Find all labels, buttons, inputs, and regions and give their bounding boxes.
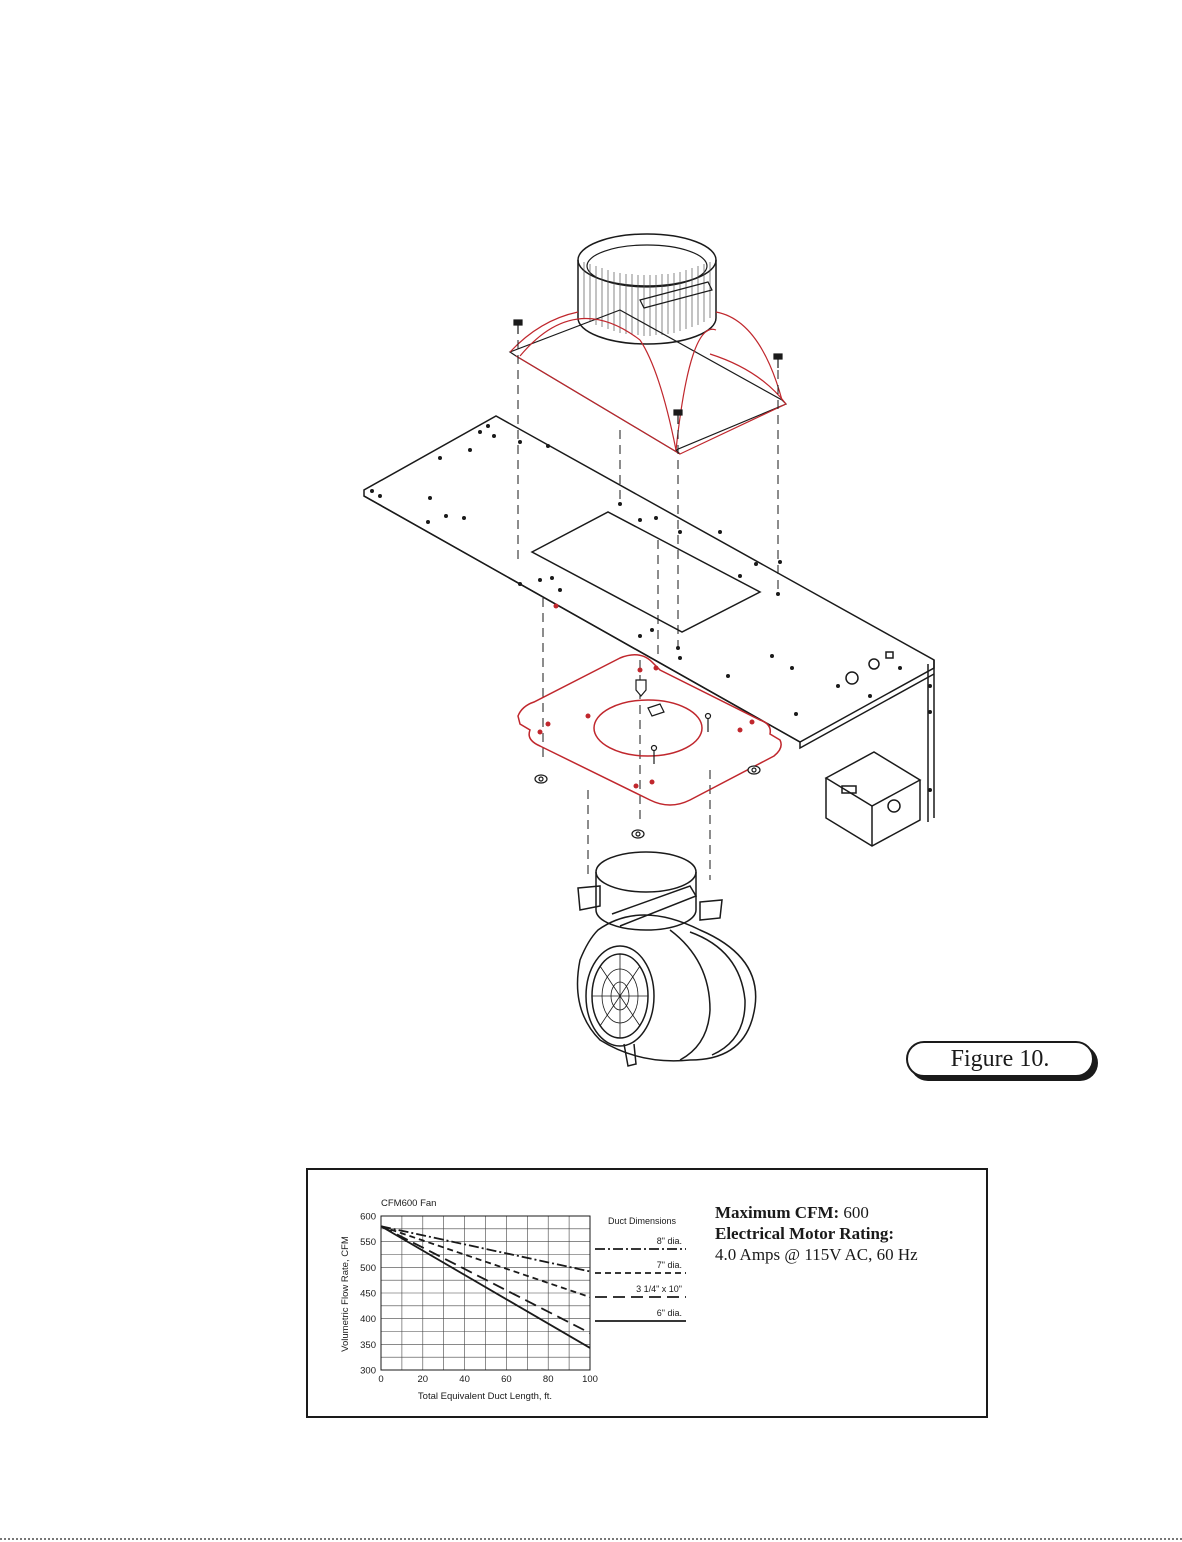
chart-grid — [381, 1216, 590, 1370]
x-tick-label: 60 — [501, 1374, 512, 1385]
y-tick-label: 400 — [360, 1314, 376, 1325]
max-cfm-value: 600 — [843, 1203, 869, 1222]
x-tick-label: 100 — [582, 1374, 598, 1385]
mounting-plate — [364, 416, 934, 822]
motor-rating-value: 4.0 Amps @ 115V AC, 60 Hz — [715, 1244, 918, 1265]
y-tick-label: 600 — [360, 1212, 376, 1223]
chart-xlabel: Total Equivalent Duct Length, ft. — [418, 1391, 552, 1402]
fan-spec-panel: 0 20 40 60 80 100 300 350 400 450 500 550 600 CFM600… — [306, 1168, 988, 1418]
duct-collar — [578, 234, 716, 344]
duct-transition — [510, 310, 786, 454]
x-tick-label: 80 — [543, 1374, 554, 1385]
chart-legend: 8" dia. 7" dia. 3 1/4" x 10" 6" dia. — [595, 1236, 686, 1321]
legend-label-3: 3 1/4" x 10" — [636, 1284, 682, 1294]
max-cfm-label: Maximum CFM: — [715, 1203, 839, 1222]
y-tick-label: 500 — [360, 1263, 376, 1274]
exploded-assembly-drawing — [0, 0, 1182, 1110]
chart-title: CFM600 Fan — [381, 1198, 436, 1209]
motor-specs: Maximum CFM: 600 Electrical Motor Rating… — [715, 1202, 918, 1265]
legend-label-2: 7" dia. — [657, 1260, 682, 1270]
chart-ticks: 0 20 40 60 80 100 300 350 400 450 500 550 600 — [360, 1212, 598, 1386]
x-tick-label: 40 — [459, 1374, 470, 1385]
legend-label-1: 8" dia. — [657, 1236, 682, 1246]
legend-label-4: 6" dia. — [657, 1308, 682, 1318]
y-tick-label: 550 — [360, 1237, 376, 1248]
motor-rating-label: Electrical Motor Rating: — [715, 1223, 918, 1244]
y-tick-label: 300 — [360, 1366, 376, 1377]
y-tick-label: 350 — [360, 1340, 376, 1351]
page-bottom-rule — [0, 1538, 1182, 1540]
fan-performance-chart: 0 20 40 60 80 100 300 350 400 450 500 550 600 CFM600… — [308, 1170, 708, 1416]
blower — [578, 852, 756, 1066]
legend-title: Duct Dimensions — [608, 1216, 677, 1226]
chart-ylabel: Volumetric Flow Rate, CFM — [340, 1236, 351, 1352]
x-tick-label: 0 — [378, 1374, 383, 1385]
junction-box — [826, 752, 920, 846]
adapter-plate — [518, 604, 781, 806]
figure-label: Figure 10. — [906, 1041, 1094, 1077]
x-tick-label: 20 — [418, 1374, 429, 1385]
y-tick-label: 450 — [360, 1289, 376, 1300]
